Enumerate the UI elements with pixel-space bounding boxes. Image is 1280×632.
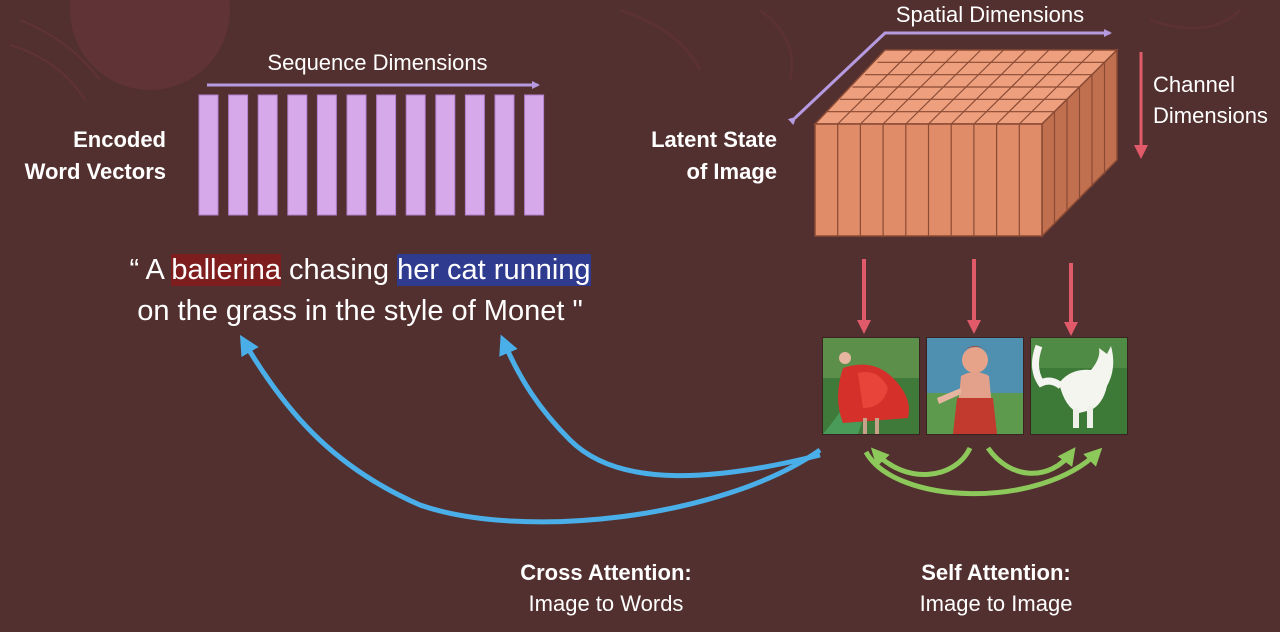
cross-attention-arrows [239, 334, 822, 525]
encoded-word-vectors-line2: Word Vectors [24, 159, 166, 184]
channel-dimensions-line1: Channel [1153, 72, 1235, 97]
word-vector-bar [376, 94, 397, 216]
channel-dimensions-line2: Dimensions [1153, 103, 1268, 128]
prompt-open: “ A [129, 254, 172, 286]
cross-attention-arrow-to-her-cat [499, 334, 821, 479]
word-vector-bar [287, 94, 308, 216]
word-vector-bar [494, 94, 515, 216]
spatial-dimensions-label: Spatial Dimensions [895, 2, 1085, 27]
sequence-dimensions-label: Sequence Dimensions [267, 50, 488, 75]
cross-attention-subtitle: Image to Words [528, 591, 684, 616]
word-vector-bar [464, 94, 485, 216]
word-vector-bar [346, 94, 367, 216]
image-tile-ballerina [822, 337, 920, 435]
encoded-word-vectors [198, 94, 545, 216]
cross-attention-arrow-to-ballerina [239, 334, 822, 525]
prompt-word-ballerina: ballerina [171, 254, 281, 286]
latent-state-cube [813, 48, 1119, 238]
cross-attention-caption: Cross Attention: Image to Words [490, 557, 722, 619]
image-tile-cat [1030, 337, 1128, 435]
self-attention-arrow-middle-to-right [985, 446, 1076, 476]
channel-dimensions-label: Channel Dimensions [1153, 69, 1278, 131]
prompt-text: “ A ballerina chasing her cat running on… [60, 250, 660, 332]
spatial-dimension-arrow [787, 29, 1112, 126]
word-vector-bar [198, 94, 219, 216]
word-vector-bar [524, 94, 545, 216]
self-attention-subtitle: Image to Image [919, 591, 1073, 616]
prompt-line1: “ A ballerina chasing her cat running [60, 250, 660, 291]
word-vector-bar [435, 94, 456, 216]
encoded-word-vectors-line1: Encoded [73, 127, 166, 152]
prompt-phrase-her-cat: her cat running [397, 254, 591, 286]
self-attention-title: Self Attention: [921, 560, 1071, 585]
self-attention-arrows [863, 446, 1103, 497]
self-attention-arrow-middle-to-left [870, 446, 973, 477]
latent-state-line2: of Image [686, 159, 777, 184]
down-arrows [857, 259, 1078, 336]
word-vector-bar [405, 94, 426, 216]
word-vector-bar [257, 94, 278, 216]
self-attention-arrow-left-to-right [863, 447, 1103, 497]
prompt-middle: chasing [281, 254, 398, 286]
encoded-word-vectors-label: Encoded Word Vectors [0, 124, 166, 188]
word-vector-bar [316, 94, 337, 216]
word-vector-bar [228, 94, 249, 216]
prompt-line2: on the grass in the style of Monet " [137, 295, 583, 327]
cross-attention-title: Cross Attention: [520, 560, 692, 585]
latent-state-label: Latent State of Image [600, 124, 777, 188]
latent-state-line1: Latent State [651, 127, 777, 152]
image-tile-dancer [926, 337, 1024, 435]
self-attention-caption: Self Attention: Image to Image [880, 557, 1112, 619]
